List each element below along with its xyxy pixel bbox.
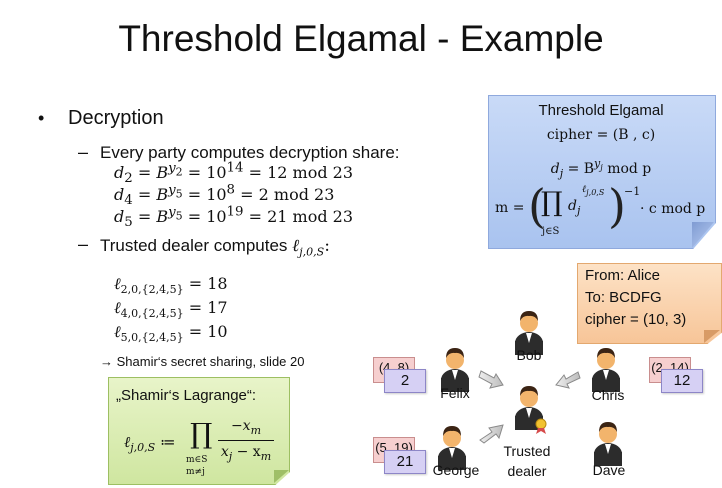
shamir-reference-note: → Shamir‘s secret sharing, slide 20 [100, 354, 305, 369]
message-box [577, 263, 722, 344]
blue-box-m-lhs: m = [495, 200, 525, 216]
arrow-chris-to-dealer [555, 371, 581, 389]
blue-box-m-d-exponent: ℓj,0,S [582, 184, 605, 197]
lagrange-product-symbol: ∏ [190, 417, 213, 450]
left-paren: ( [528, 179, 546, 233]
label-dealer: dealer [507, 463, 547, 479]
share-line-d4: d4 = By5 = 108 = 2 mod 23 [114, 182, 335, 209]
bullet-dot: • [38, 108, 45, 128]
person-dave [594, 422, 622, 466]
blue-box-m-d: dj [568, 198, 581, 217]
lagrange-numerator: −xm [230, 418, 262, 437]
message-cipher: cipher = (10, 3) [585, 311, 687, 328]
lagrange-lhs: ℓj,0,S ≔ [124, 433, 176, 454]
blue-box-cipher: cipher = (B , c) [546, 127, 656, 143]
blue-box-share-formula: dj = Byj mod p [550, 157, 652, 180]
lagrange-line-4: ℓ4,0,{2,4,5} = 17 [114, 298, 228, 321]
label-trusted: Trusted [503, 443, 551, 459]
felix-share-card: 2 [384, 369, 426, 393]
sub-bullet-1: Every party computes decryption share: [100, 143, 400, 162]
inverse-exponent: −1 [624, 185, 641, 198]
bullet-heading: Decryption [68, 107, 164, 129]
sub-bullet-2: Trusted dealer computes ℓj,0,S: [100, 236, 330, 259]
label-felix: Felix [440, 385, 470, 401]
dash-2: – [78, 234, 89, 254]
label-dave: Dave [592, 462, 626, 478]
message-to: To: BCDFG [585, 289, 662, 306]
label-chris: Chris [591, 387, 625, 403]
blue-box-title: Threshold Elgamal [538, 102, 664, 119]
slide-title: Threshold Elgamal - Example [118, 18, 604, 59]
arrow-felix-to-dealer [478, 370, 504, 389]
lagrange-fraction-bar [218, 440, 274, 441]
label-george: George [432, 462, 480, 478]
arrow-george-to-dealer [479, 424, 504, 444]
blue-box-m-tail: · c mod p [640, 201, 706, 217]
lagrange-product-sub1: m∈S [186, 455, 208, 465]
person-trusted-dealer [515, 386, 547, 434]
right-paren: ) [608, 179, 626, 233]
lagrange-product-sub2: m≠j [186, 467, 205, 477]
george-share-card: 21 [384, 450, 426, 474]
label-bob: Bob [516, 347, 542, 363]
dash-1: – [78, 142, 89, 162]
lagrange-box [108, 377, 290, 485]
message-from: From: Alice [585, 267, 661, 284]
lagrange-denominator: xj − xm [220, 444, 272, 463]
lagrange-line-5: ℓ5,0,{2,4,5} = 10 [114, 322, 228, 345]
lagrange-line-2: ℓ2,0,{2,4,5} = 18 [114, 274, 228, 297]
threshold-elgamal-box [488, 95, 716, 249]
share-line-d2: d2 = By2 = 1014 = 12 mod 23 [114, 160, 354, 187]
share-line-d5: d5 = By5 = 1019 = 21 mod 23 [114, 204, 354, 231]
chris-share-card: 12 [661, 369, 703, 393]
product-symbol: ∏ [541, 187, 563, 218]
product-subscript: j∈S [542, 226, 560, 237]
person-chris [592, 348, 620, 392]
lagrange-box-title: „Shamir‘s Lagrange“: [116, 387, 257, 404]
